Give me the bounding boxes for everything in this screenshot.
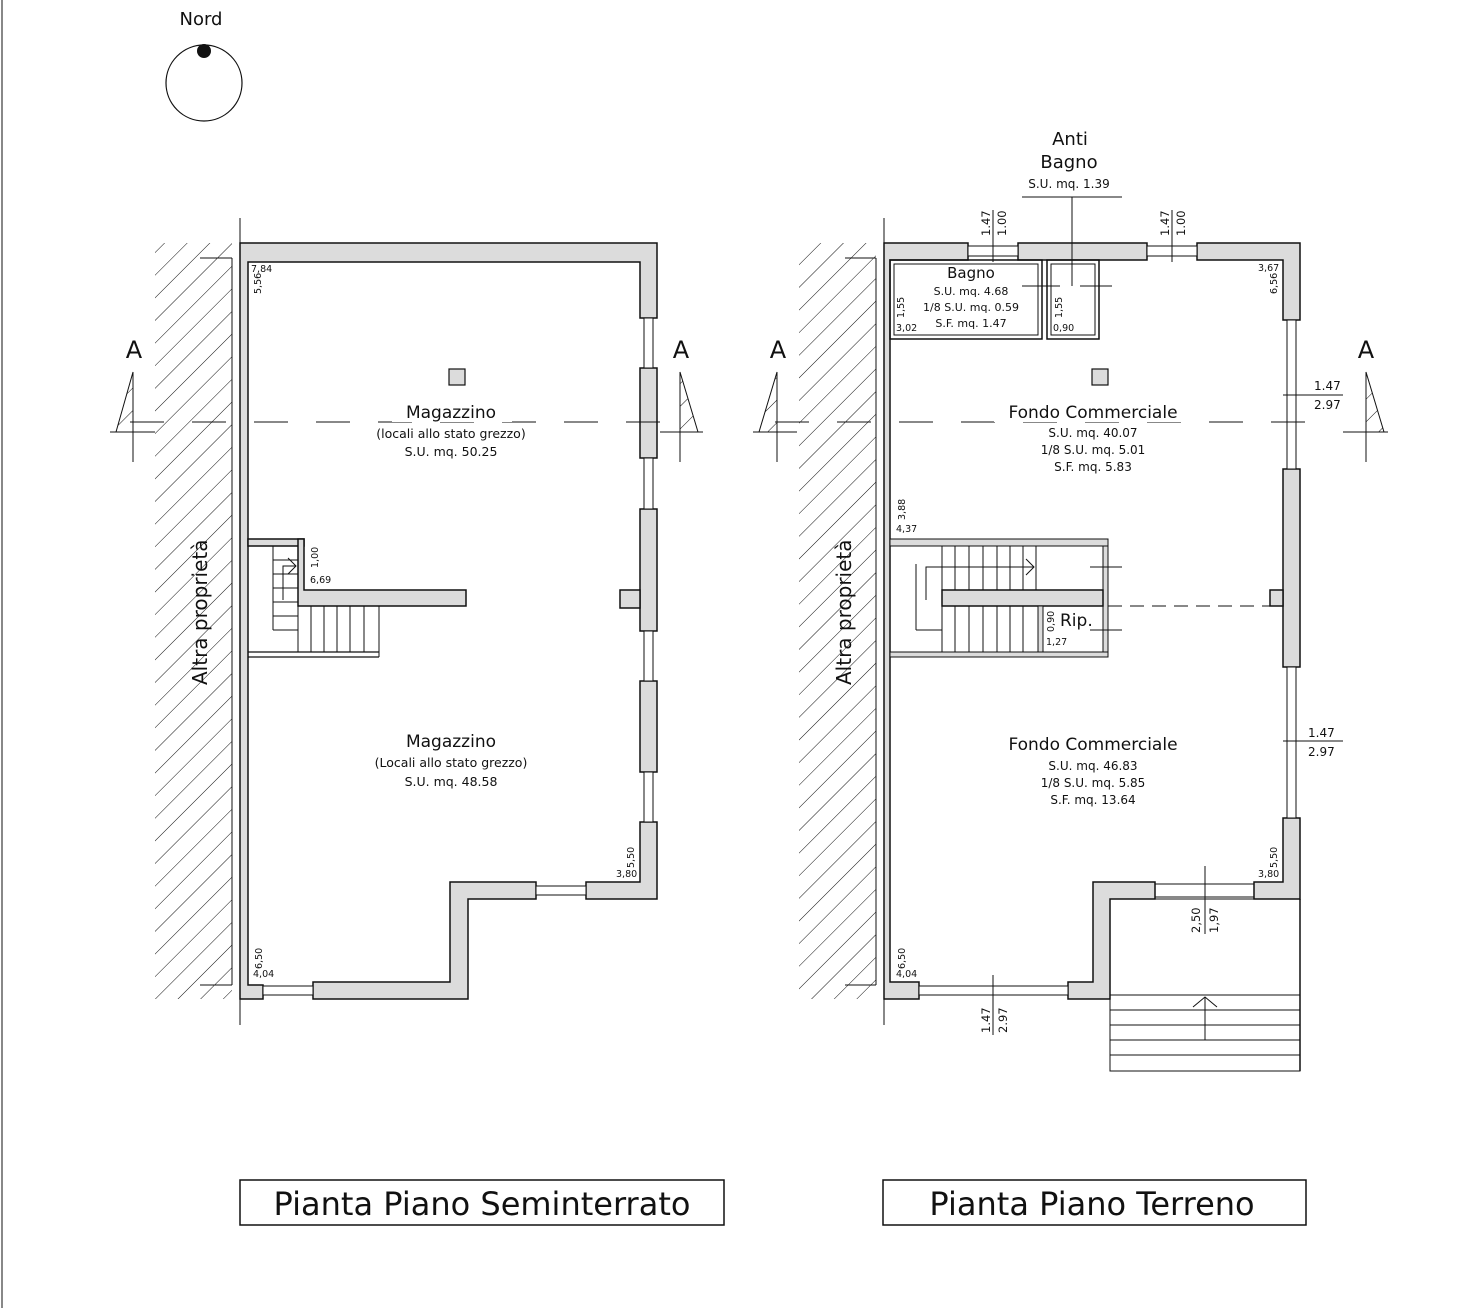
room-name: Fondo Commerciale bbox=[1008, 735, 1177, 755]
dim: 3,80 bbox=[1258, 869, 1279, 880]
dim: 6,56 bbox=[1269, 273, 1280, 294]
basement-room-bottom: Magazzino (Locali allo stato grezzo) S.U… bbox=[375, 732, 528, 789]
room-area: S.U. mq. 50.25 bbox=[405, 444, 498, 459]
room-name: Fondo Commerciale bbox=[1008, 403, 1177, 423]
room-note: (locali allo stato grezzo) bbox=[376, 426, 525, 441]
dim: 3,80 bbox=[616, 869, 637, 880]
dim: 4,37 bbox=[896, 524, 917, 535]
section-marker-left: A bbox=[770, 336, 787, 364]
dim: 5,50 bbox=[1269, 847, 1280, 868]
room-name: Bagno bbox=[1040, 152, 1097, 173]
room-area: S.U. mq. 48.58 bbox=[405, 774, 498, 789]
basement-title: Pianta Piano Seminterrato bbox=[274, 1185, 691, 1223]
dim: 1,00 bbox=[310, 547, 321, 568]
basement-plan: Altra proprietà bbox=[110, 218, 725, 1226]
dim: 1,97 bbox=[1207, 907, 1221, 933]
section-marker-right: A bbox=[673, 336, 690, 364]
section-marker-left: A bbox=[126, 336, 143, 364]
ground-room-fondo-top: Fondo Commerciale S.U. mq. 40.07 1/8 S.U… bbox=[994, 400, 1194, 474]
neighbor-hatch bbox=[155, 243, 232, 999]
room-sf: S.F. mq. 5.83 bbox=[1054, 460, 1132, 474]
dim: 4,04 bbox=[253, 969, 274, 980]
north-compass: Nord bbox=[165, 9, 243, 122]
dim: 0,90 bbox=[1046, 611, 1057, 632]
dim: 2,50 bbox=[1189, 907, 1203, 933]
dim: 2.97 bbox=[996, 1007, 1010, 1033]
ground-title: Pianta Piano Terreno bbox=[929, 1185, 1254, 1223]
dim: 2.97 bbox=[1308, 745, 1335, 759]
room-name: Magazzino bbox=[406, 732, 496, 752]
dim: 6,50 bbox=[897, 948, 908, 969]
room-name: Magazzino bbox=[406, 403, 496, 423]
room-su: S.U. mq. 40.07 bbox=[1048, 426, 1137, 440]
dim: 1.00 bbox=[1174, 210, 1188, 236]
room-area: S.U. mq. 1.39 bbox=[1028, 177, 1110, 191]
room-rip: Rip. bbox=[1060, 611, 1093, 631]
dim: 1.47 bbox=[1308, 726, 1335, 740]
room-name: Bagno bbox=[947, 264, 995, 282]
basement-room-top: Magazzino (locali allo stato grezzo) S.U… bbox=[376, 400, 526, 459]
dim: 1,55 bbox=[1054, 297, 1065, 318]
dim: 4,04 bbox=[896, 969, 917, 980]
dim: 1,55 bbox=[896, 297, 907, 318]
room-name: Anti bbox=[1052, 129, 1088, 150]
ground-room-fondo-bottom: Fondo Commerciale S.U. mq. 46.83 1/8 S.U… bbox=[1008, 735, 1177, 807]
ground-plan: Altra proprietà bbox=[753, 129, 1388, 1226]
dim: 3,67 bbox=[1258, 263, 1279, 274]
dim: 3,02 bbox=[896, 323, 917, 334]
dim: 1.47 bbox=[979, 1007, 993, 1033]
dim: 1.47 bbox=[979, 210, 993, 236]
neighbor-label: Altra proprietà bbox=[832, 539, 856, 685]
room-su8: 1/8 S.U. mq. 5.85 bbox=[1041, 776, 1146, 790]
dim: 5,56 bbox=[253, 273, 264, 294]
room-note: (Locali allo stato grezzo) bbox=[375, 755, 528, 770]
dim: 6,69 bbox=[310, 575, 331, 586]
dim: 5,50 bbox=[626, 847, 637, 868]
dim: 2.97 bbox=[1314, 398, 1341, 412]
north-dot-icon bbox=[197, 44, 211, 58]
dim: 0,90 bbox=[1053, 323, 1074, 334]
room-su8: 1/8 S.U. mq. 5.01 bbox=[1041, 443, 1146, 457]
section-marker-right: A bbox=[1358, 336, 1375, 364]
ground-room-bagno: Bagno S.U. mq. 4.68 1/8 S.U. mq. 0.59 S.… bbox=[923, 264, 1019, 330]
dim: 1.47 bbox=[1314, 379, 1341, 393]
ground-room-anti-bagno: Anti Bagno S.U. mq. 1.39 bbox=[1028, 129, 1110, 191]
room-su: S.U. mq. 4.68 bbox=[934, 285, 1009, 298]
compass-label: Nord bbox=[180, 9, 223, 30]
dim: 7,84 bbox=[251, 264, 272, 275]
neighbor-hatch bbox=[799, 243, 876, 999]
room-su8: 1/8 S.U. mq. 0.59 bbox=[923, 301, 1019, 314]
dim: 1,27 bbox=[1046, 637, 1067, 648]
neighbor-label: Altra proprietà bbox=[188, 539, 212, 685]
dim: 3,88 bbox=[897, 499, 908, 520]
dim: 1.47 bbox=[1158, 210, 1172, 236]
dim: 1.00 bbox=[995, 210, 1009, 236]
room-su: S.U. mq. 46.83 bbox=[1048, 759, 1137, 773]
room-sf: S.F. mq. 13.64 bbox=[1050, 793, 1135, 807]
room-sf: S.F. mq. 1.47 bbox=[935, 317, 1006, 330]
dim: 6,50 bbox=[254, 948, 265, 969]
